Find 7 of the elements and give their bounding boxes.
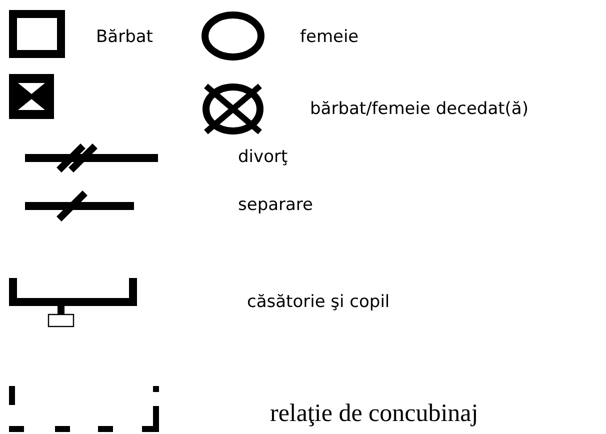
legend-label: căsătorie şi copil xyxy=(247,292,390,312)
legend-label: separare xyxy=(238,195,314,215)
legend-label: femeie xyxy=(300,27,359,47)
legend-label: Bărbat xyxy=(96,27,153,47)
legend-label: relaţie de concubinaj xyxy=(270,400,478,428)
legend-label: divorţ xyxy=(238,147,288,167)
legend-label: bărbat/femeie decedat(ă) xyxy=(310,99,528,119)
